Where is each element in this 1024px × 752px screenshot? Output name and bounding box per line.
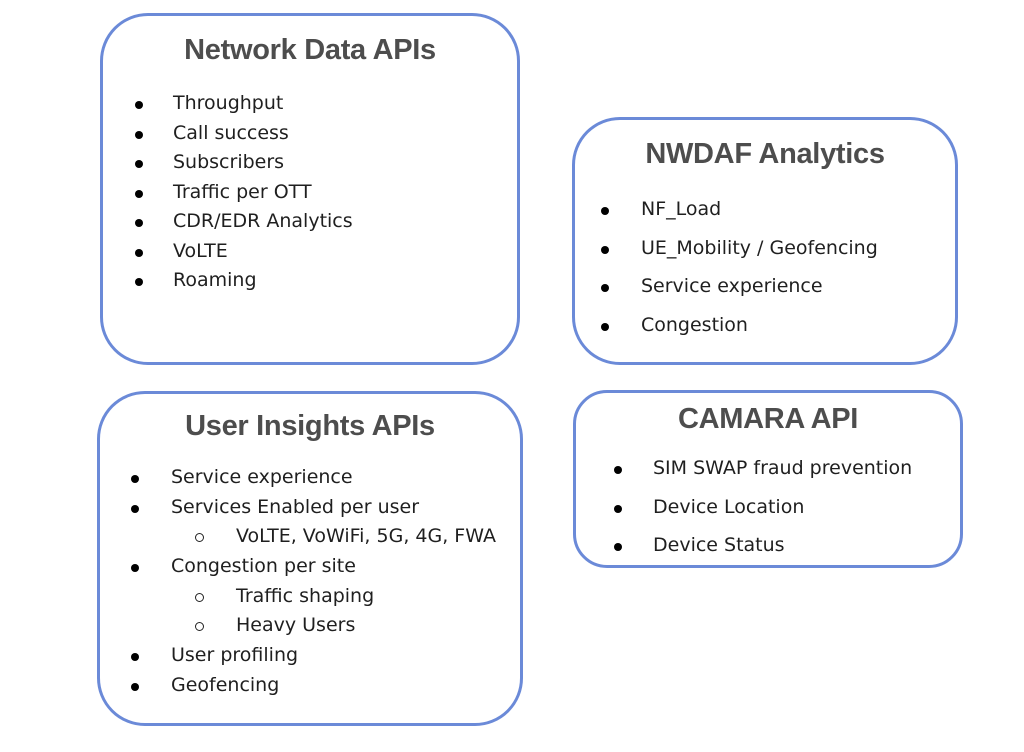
bullet-icon (135, 219, 143, 227)
list-item: Throughput (103, 92, 513, 122)
nwdaf-analytics-box: NWDAF Analytics NF_Load UE_Mobility / Ge… (572, 117, 958, 365)
list-item: Congestion (575, 314, 955, 353)
bullet-icon (131, 504, 139, 513)
list-item-text: Service experience (641, 275, 823, 297)
list-item: Service experience (100, 466, 520, 496)
list-item-text: Call success (173, 121, 289, 144)
sub-list-item: VoLTE, VoWiFi, 5G, 4G, FWA (100, 525, 520, 555)
bullet-icon (135, 130, 143, 139)
list-item: Geofencing (100, 674, 520, 704)
list-item-text: SIM SWAP fraud prevention (653, 457, 913, 479)
list-item: Roaming (103, 269, 513, 299)
bullet-icon (131, 682, 139, 691)
list-item: Services Enabled per user (100, 496, 520, 526)
camara-api-title: CAMARA API (677, 403, 859, 435)
list-item: Service experience (575, 275, 955, 314)
bullet-icon (601, 284, 609, 292)
network-data-apis-title: Network Data APIs (184, 34, 436, 66)
bullet-icon (131, 653, 139, 662)
list-item-text: NF_Load (641, 198, 722, 220)
list-item-text: Throughput (173, 92, 284, 114)
bullet-icon (614, 543, 622, 551)
list-item: UE_Mobility / Geofencing (575, 237, 955, 276)
list-item-text: Traffic per OTT (173, 180, 312, 203)
bullet-icon (614, 504, 622, 513)
bullet-icon (614, 466, 622, 474)
bullet-icon (135, 248, 143, 257)
nwdaf-analytics-list: NF_Load UE_Mobility / Geofencing Service… (575, 198, 955, 352)
list-item: Device Status (576, 534, 960, 573)
bullet-icon (601, 245, 609, 254)
bullet-icon (135, 278, 143, 286)
list-item: CDR/EDR Analytics (103, 210, 513, 240)
bullet-icon (135, 189, 143, 198)
hollow-bullet-icon (195, 592, 204, 602)
user-insights-apis-list: Service experience Services Enabled per … (100, 466, 520, 704)
list-item: Congestion per site (100, 555, 520, 585)
list-item-text: UE_Mobility / Geofencing (641, 236, 878, 259)
list-item: VoLTE (103, 240, 513, 270)
list-item: User profiling (100, 644, 520, 674)
list-item-text: Device Status (653, 534, 785, 556)
bullet-icon (135, 101, 143, 109)
list-item: Traffic per OTT (103, 181, 513, 211)
user-insights-apis-box: User Insights APIs Service experience Se… (97, 391, 523, 726)
bullet-icon (601, 322, 609, 331)
list-item-text: Heavy Users (236, 614, 356, 637)
list-item-text: Device Location (653, 495, 805, 518)
network-data-apis-list: Throughput Call success Subscribers Traf… (103, 92, 513, 299)
list-item-text: Traffic shaping (236, 584, 375, 607)
hollow-bullet-icon (195, 533, 204, 543)
list-item: Call success (103, 122, 513, 152)
list-item: Device Location (576, 496, 960, 535)
sub-list-item: Traffic shaping (100, 585, 520, 615)
list-item-text: Congestion per site (171, 555, 356, 578)
list-item-text: Geofencing (171, 673, 280, 696)
nwdaf-analytics-title: NWDAF Analytics (645, 138, 885, 170)
bullet-icon (601, 207, 609, 215)
bullet-icon (131, 564, 139, 573)
camara-api-box: CAMARA API SIM SWAP fraud prevention Dev… (573, 390, 963, 568)
list-item-text: VoLTE, VoWiFi, 5G, 4G, FWA (236, 525, 496, 548)
list-item: Subscribers (103, 151, 513, 181)
list-item-text: CDR/EDR Analytics (173, 210, 353, 232)
bullet-icon (135, 160, 143, 168)
list-item-text: User profiling (171, 644, 299, 667)
list-item: SIM SWAP fraud prevention (576, 457, 960, 496)
network-data-apis-box: Network Data APIs Throughput Call succes… (100, 13, 520, 365)
list-item-text: Roaming (173, 269, 257, 291)
list-item-text: VoLTE (173, 239, 228, 262)
bullet-icon (131, 475, 139, 483)
user-insights-apis-title: User Insights APIs (185, 410, 435, 442)
list-item-text: Services Enabled per user (171, 495, 420, 518)
list-item-text: Congestion (641, 313, 748, 336)
list-item-text: Service experience (171, 466, 353, 488)
list-item-text: Subscribers (173, 151, 285, 173)
sub-list-item: Heavy Users (100, 614, 520, 644)
camara-api-list: SIM SWAP fraud prevention Device Locatio… (576, 457, 960, 573)
hollow-bullet-icon (195, 622, 204, 632)
list-item: NF_Load (575, 198, 955, 237)
